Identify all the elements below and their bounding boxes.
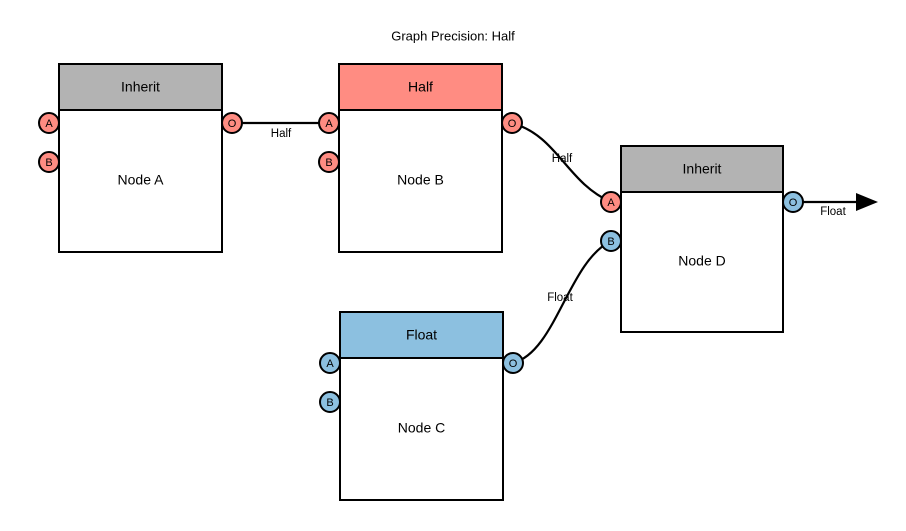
port-label: O: [789, 197, 798, 209]
graph-title: Graph Precision: Half: [391, 28, 515, 43]
edge-edge-c-to-d[interactable]: Float: [512, 240, 612, 365]
port-label: B: [326, 397, 333, 409]
port-inputs-b[interactable]: B: [319, 391, 341, 413]
port-label: B: [607, 236, 614, 248]
node-header-label: Inherit: [121, 79, 160, 95]
arrow-head-icon: [856, 193, 878, 211]
port-inputs-b[interactable]: B: [38, 151, 60, 173]
port-inputs-a[interactable]: A: [38, 112, 60, 134]
node-name-label: Node D: [678, 253, 725, 269]
edge-label: Half: [271, 128, 292, 140]
port-inputs-a[interactable]: A: [600, 191, 622, 213]
edge-edge-a-to-b[interactable]: Half: [232, 121, 329, 140]
port-label: O: [228, 118, 237, 130]
port-inputs-a[interactable]: A: [318, 112, 340, 134]
port-label: A: [607, 197, 615, 209]
port-label: A: [325, 118, 333, 130]
node-name-label: Node B: [397, 172, 444, 188]
port-label: A: [326, 358, 334, 370]
edge-edge-d-output[interactable]: Float: [803, 193, 878, 218]
edge-label: Half: [552, 153, 573, 165]
node-header[interactable]: [620, 145, 784, 193]
port-circle[interactable]: [221, 112, 243, 134]
node-header[interactable]: [58, 63, 223, 111]
edge-line[interactable]: [511, 121, 612, 204]
port-label: A: [45, 118, 53, 130]
node-name-label: Node A: [118, 172, 165, 188]
port-outputs-o[interactable]: O: [782, 191, 804, 213]
port-label: O: [508, 118, 517, 130]
node-header[interactable]: [338, 63, 503, 111]
node-header-label: Float: [406, 327, 437, 343]
port-circle[interactable]: [318, 151, 340, 173]
port-circle[interactable]: [782, 191, 804, 213]
port-circle[interactable]: [319, 391, 341, 413]
port-outputs-o[interactable]: O: [221, 112, 243, 134]
port-circle[interactable]: [318, 112, 340, 134]
port-label: O: [509, 358, 518, 370]
port-inputs-b[interactable]: B: [600, 230, 622, 252]
edge-edge-b-to-d[interactable]: Half: [511, 121, 612, 204]
edge-label: Float: [820, 206, 846, 218]
port-circle[interactable]: [501, 112, 523, 134]
node-header-label: Half: [408, 79, 433, 95]
node-header[interactable]: [339, 311, 504, 359]
port-circle[interactable]: [319, 352, 341, 374]
port-outputs-o[interactable]: O: [501, 112, 523, 134]
port-circle[interactable]: [38, 112, 60, 134]
port-outputs-o[interactable]: O: [502, 352, 524, 374]
port-label: B: [325, 157, 332, 169]
edge-label: Float: [547, 292, 573, 304]
port-circle[interactable]: [600, 191, 622, 213]
port-circle[interactable]: [600, 230, 622, 252]
port-inputs-a[interactable]: A: [319, 352, 341, 374]
port-inputs-b[interactable]: B: [318, 151, 340, 173]
port-circle[interactable]: [38, 151, 60, 173]
edge-line[interactable]: [512, 240, 612, 365]
node-header-label: Inherit: [683, 161, 722, 177]
port-label: B: [45, 157, 52, 169]
node-name-label: Node C: [398, 420, 445, 436]
port-circle[interactable]: [502, 352, 524, 374]
